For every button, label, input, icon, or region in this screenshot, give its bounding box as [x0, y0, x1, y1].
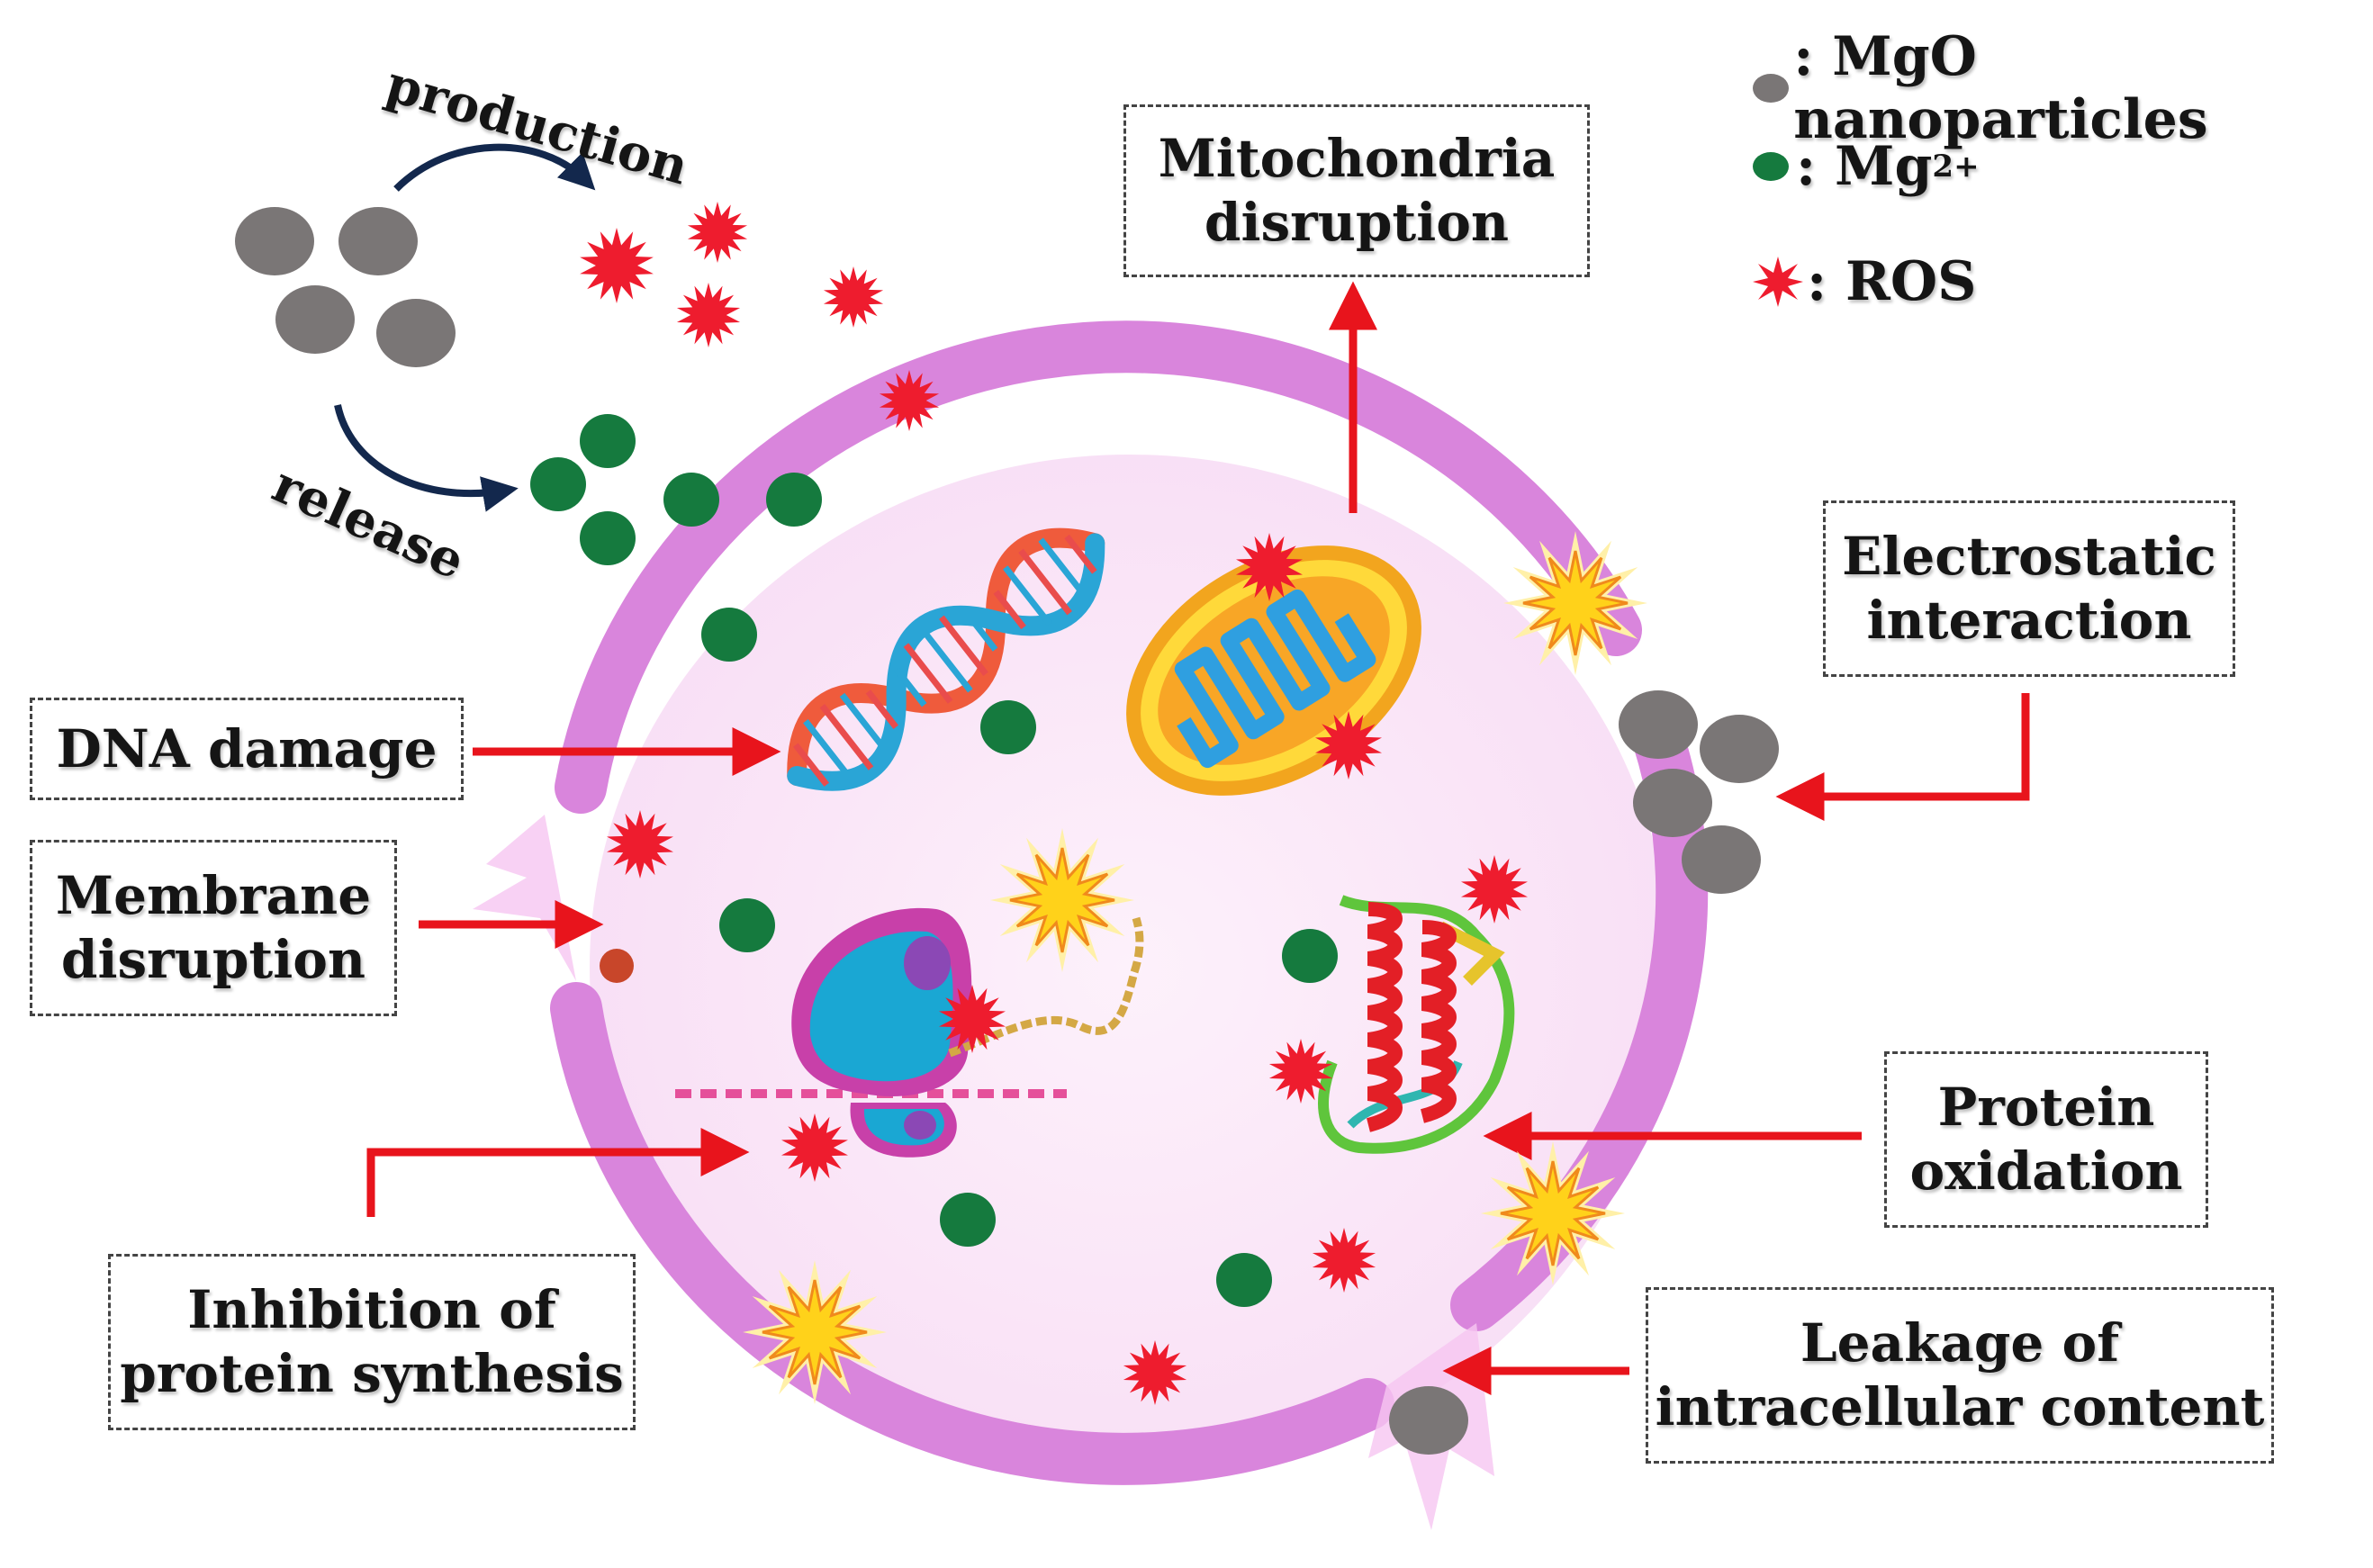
mgo-nanoparticle — [1682, 825, 1761, 894]
electrostatic-interaction-label: Electrostatic interaction — [1823, 500, 2235, 677]
mgo-nanoparticle — [338, 207, 418, 275]
ros-molecule — [676, 283, 741, 347]
release-arrow — [334, 404, 519, 512]
mg-ion-layer — [530, 414, 1338, 1307]
ros-molecule — [580, 228, 654, 303]
peptide-chain — [948, 916, 1144, 1058]
legend-ros: : ROS — [1751, 250, 1977, 313]
mg-ion — [980, 700, 1036, 754]
ros-layer — [580, 202, 1528, 1405]
spark-layer — [743, 531, 1647, 1404]
membrane-disruption-label: Membrane disruption — [30, 840, 397, 1016]
mg-ion — [1282, 929, 1338, 983]
mg-ion — [580, 414, 636, 468]
label-line: disruption — [1204, 192, 1510, 253]
ros-molecule — [1315, 711, 1382, 779]
spark-burst — [1500, 1160, 1606, 1266]
cell-wall-top — [555, 320, 1642, 814]
mg-ion — [580, 511, 636, 565]
leakage-intracellular-content-label: Leakage of intracellular content — [1646, 1287, 2274, 1464]
label-line: protein synthesis — [120, 1343, 624, 1404]
legend-nanoparticles: : MgO nanoparticles — [1751, 25, 2373, 151]
mgo-nanoparticle — [1389, 1386, 1468, 1455]
label-line: interaction — [1866, 590, 2192, 651]
label-line: Membrane — [55, 865, 372, 927]
protein-structure — [1318, 895, 1515, 1154]
ros-molecule — [823, 266, 884, 328]
label-line: Inhibition of — [187, 1279, 556, 1341]
ros-molecule — [1312, 1228, 1376, 1293]
ros-molecule — [1236, 533, 1303, 601]
ros-molecule — [607, 810, 673, 879]
mgo-nanoparticle — [1619, 690, 1698, 759]
mgo-nanoparticle — [275, 285, 355, 354]
mitochondria-disruption-label: Mitochondria disruption — [1123, 104, 1590, 277]
mechanism-arrows — [366, 281, 2030, 1395]
cytoplasm — [590, 455, 1670, 1481]
label-line: disruption — [60, 929, 366, 990]
nanoparticle-swatch-icon — [1753, 74, 1789, 103]
mg-ion — [766, 473, 822, 527]
mg-ion — [719, 898, 775, 952]
mg-ion — [530, 457, 586, 511]
inhibition-protein-synthesis-label: Inhibition of protein synthesis — [108, 1254, 636, 1430]
membrane-fragment-dot — [600, 949, 634, 983]
legend-ros-text: : ROS — [1807, 250, 1977, 313]
ros-swatch-icon — [1753, 257, 1803, 307]
label-line: oxidation — [1909, 1140, 2183, 1202]
ros-molecule — [1461, 855, 1528, 924]
mg-ion-swatch-icon — [1753, 152, 1789, 181]
mgo-nanoparticle — [235, 207, 314, 275]
mgo-nanoparticle — [376, 299, 456, 367]
nanoparticle-layer — [235, 207, 1779, 1455]
spark-burst — [1009, 847, 1115, 953]
arrow-electrostatic — [1775, 693, 2030, 821]
mg-ion — [940, 1193, 996, 1247]
dna-helix — [787, 527, 1105, 791]
legend-mg-ion-text: : Mg — [1796, 135, 1933, 198]
label-line: Protein — [1937, 1077, 2155, 1139]
protein-oxidation-label: Protein oxidation — [1884, 1051, 2208, 1228]
label-line: intracellular content — [1655, 1376, 2265, 1437]
ros-molecule — [687, 202, 748, 263]
label-line: DNA damage — [56, 717, 438, 779]
label-line: Electrostatic — [1842, 526, 2216, 588]
production-arrow — [393, 143, 596, 192]
ros-molecule — [781, 1113, 848, 1182]
spark-burst — [1522, 550, 1629, 656]
ros-molecule — [1268, 1039, 1333, 1104]
dna-damage-label: DNA damage — [30, 698, 464, 800]
wall-tear-left — [473, 815, 576, 981]
arrow-inhibition — [366, 1128, 750, 1217]
spark-burst — [762, 1279, 868, 1385]
label-line: Mitochondria — [1158, 128, 1556, 190]
mgo-nanoparticle — [1700, 715, 1779, 783]
mg-ion — [1216, 1253, 1272, 1307]
mgo-nanoparticle — [1633, 769, 1712, 837]
label-line: Leakage of — [1800, 1312, 2120, 1374]
ros-molecule — [1123, 1340, 1187, 1405]
mg-ion — [701, 608, 757, 662]
ribosome — [675, 907, 1144, 1158]
legend-mg-ion-charge: 2+ — [1932, 149, 1980, 185]
mg-ion — [663, 473, 719, 527]
legend-nanoparticles-text: : MgO nanoparticles — [1793, 25, 2208, 151]
ros-molecule — [939, 985, 1006, 1053]
ros-molecule — [879, 370, 940, 431]
